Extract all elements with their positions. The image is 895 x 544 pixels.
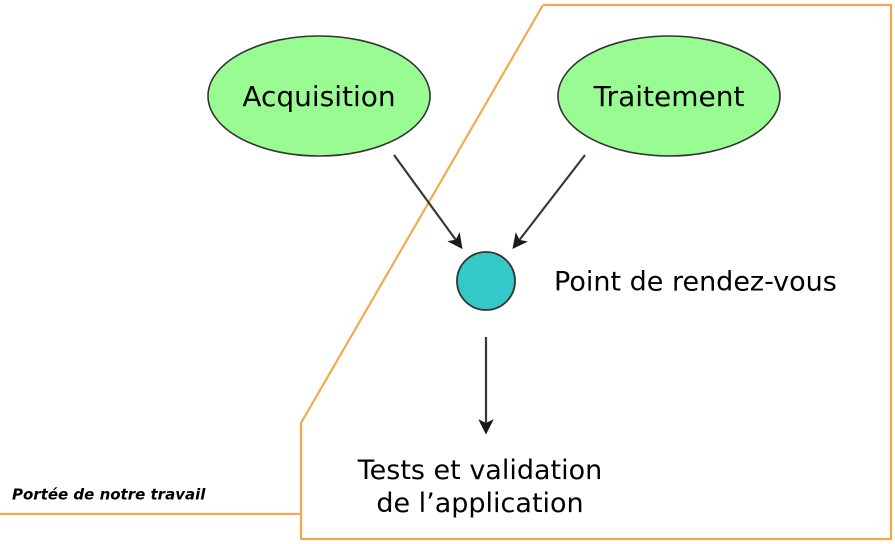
- node-rendezvous[interactable]: Point de rendez-vous: [456, 251, 837, 311]
- node-acquisition[interactable]: Acquisition: [207, 35, 431, 157]
- scope-label: Portée de notre travail: [12, 486, 206, 504]
- traitement-ellipse-shape[interactable]: [557, 35, 781, 157]
- scope-boundary-outline: [299, 3, 893, 541]
- traitement-label: Traitement: [593, 80, 745, 113]
- edge-traitement-to-rendezvous: [512, 154, 586, 250]
- node-tests-validation: Tests et validation de l’application: [357, 455, 603, 519]
- rendezvous-circle-shape[interactable]: [456, 251, 516, 311]
- tests-validation-line-1: Tests et validation: [357, 455, 603, 486]
- node-traitement[interactable]: Traitement: [557, 35, 781, 157]
- rendezvous-label: Point de rendez-vous: [554, 267, 837, 298]
- edge-acquisition-to-rendezvous: [393, 154, 463, 250]
- acquisition-label: Acquisition: [242, 80, 395, 113]
- acquisition-ellipse-shape[interactable]: [207, 35, 431, 157]
- edges-group: [393, 154, 586, 435]
- tests-validation-line-2: de l’application: [376, 488, 583, 519]
- scope-boundary-group: Portée de notre travail: [0, 3, 893, 541]
